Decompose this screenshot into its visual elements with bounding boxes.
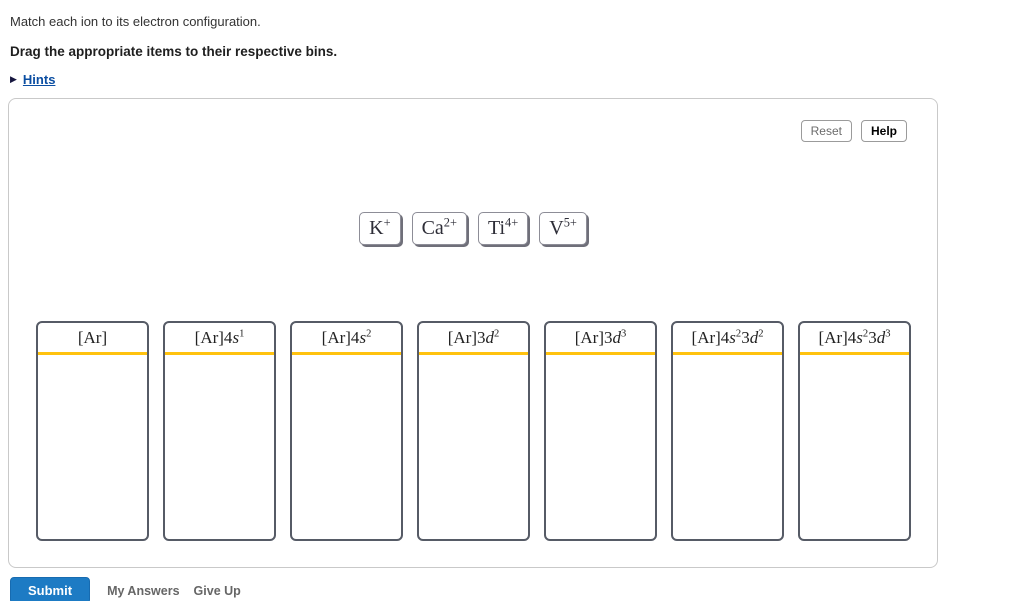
bin-ar[interactable]: [Ar] [36,321,149,541]
hints-link[interactable]: Hints [22,72,56,87]
help-button[interactable]: Help [860,120,907,142]
bin-ar-4s1[interactable]: [Ar]4s1 [163,321,276,541]
bin-divider [673,352,782,356]
bin-divider [38,352,147,356]
instruction-line-2: Drag the appropriate items to their resp… [10,44,338,59]
hints-toggle[interactable]: ▶ Hints [10,72,55,87]
bin-divider [419,352,528,356]
bin-divider [800,352,909,356]
bins-row: [Ar] [Ar]4s1 [Ar]4s2 [Ar]3d2 [Ar]3d3 [Ar]4s23… [36,321,911,541]
bin-ar-4s23d2[interactable]: [Ar]4s23d2 [671,321,784,541]
submit-button[interactable]: Submit [10,577,91,601]
bin-divider [165,352,274,356]
bin-divider [292,352,401,356]
bin-label: [Ar] [77,328,108,347]
give-up-link[interactable]: Give Up [193,583,241,598]
drag-items-row: K+ Ca2+ Ti4+ V5+ [9,212,937,245]
bin-label: [Ar]4s23d2 [691,328,764,347]
bin-ar-3d3[interactable]: [Ar]3d3 [544,321,657,541]
drag-item-v-5plus[interactable]: V5+ [539,212,587,245]
footer-actions: Submit My Answers Give Up [10,577,1024,601]
expand-arrow-icon: ▶ [10,74,17,84]
instruction-line-1: Match each ion to its electron configura… [10,14,261,29]
bin-divider [546,352,655,356]
drag-item-ti-4plus[interactable]: Ti4+ [477,212,529,245]
bin-label: [Ar]4s2 [321,328,372,347]
drag-item-ca-2plus[interactable]: Ca2+ [411,212,467,245]
my-answers-link[interactable]: My Answers [107,583,180,598]
bin-ar-4s23d3[interactable]: [Ar]4s23d3 [798,321,911,541]
activity-panel: Reset Help K+Ca2+Ti4+V5+ [Ar][Ar]4s1[Ar]… [8,98,938,568]
bin-label: [Ar]4s23d3 [818,328,891,347]
bin-label: [Ar]3d2 [447,328,500,347]
drag-item-k-plus[interactable]: K+ [359,212,401,245]
panel-toolbar: Reset Help [800,120,907,142]
bin-ar-4s2[interactable]: [Ar]4s2 [290,321,403,541]
bin-ar-3d2[interactable]: [Ar]3d2 [417,321,530,541]
bin-label: [Ar]4s1 [194,328,245,347]
bin-label: [Ar]3d3 [574,328,627,347]
reset-button[interactable]: Reset [800,120,852,142]
